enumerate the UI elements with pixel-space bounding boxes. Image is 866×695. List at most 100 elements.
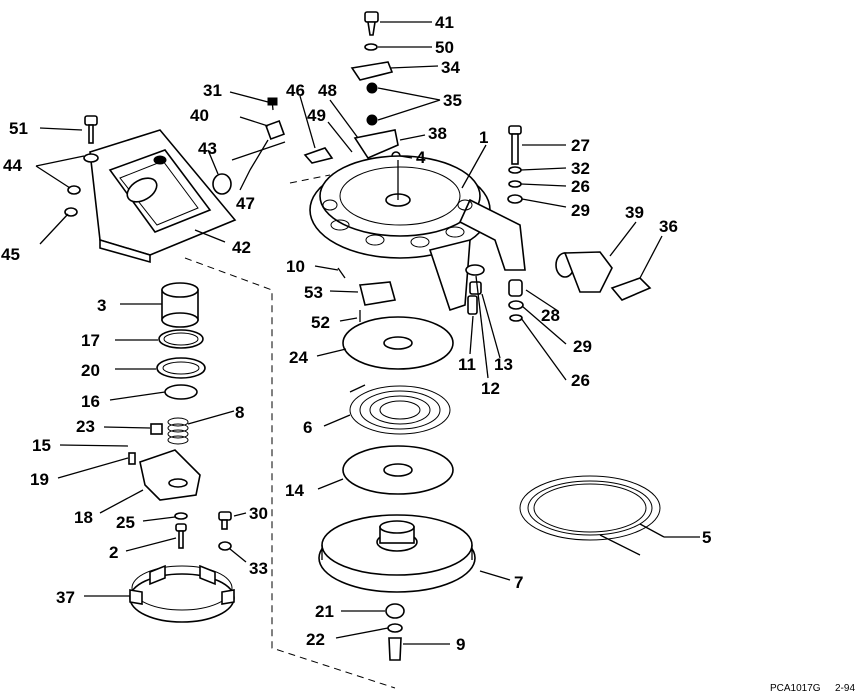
part-18-pawl-plate [139,449,201,501]
part-41-screw [364,11,379,36]
part-35-roller-upper [366,82,378,94]
label-51: 51 [9,119,28,138]
part-21-nut [385,603,405,619]
label-22: 22 [306,630,325,649]
part-36-insert [610,277,652,301]
part-51-screw [84,115,98,144]
label-41: 41 [435,13,454,32]
label-16: 16 [81,392,100,411]
label-1: 1 [479,128,488,147]
label-40: 40 [190,106,209,125]
part-38-plate [353,129,399,160]
label-11: 11 [458,355,476,374]
label-35: 35 [443,91,462,110]
part-11-bolt [467,295,478,315]
label-31: 31 [203,81,222,100]
label-36: 36 [659,217,678,236]
part-44-washer-lower [67,185,81,195]
part-2-screw [175,523,187,549]
label-42: 42 [232,238,251,257]
part-26-washer-upper [508,180,522,188]
part-14-disc [342,445,454,495]
part-22-washer [387,623,403,633]
label-27: 27 [571,136,590,155]
part-34-plate [350,61,394,81]
label-4: 4 [416,148,426,167]
part-28-spacer [508,279,523,297]
label-13: 13 [494,355,513,374]
label-15: 15 [32,436,51,455]
part-drawings [64,11,661,689]
label-34: 34 [441,58,460,77]
part-13-sleeve [469,281,482,295]
label-9: 9 [456,635,465,654]
label-7: 7 [514,573,523,592]
label-39: 39 [625,203,644,222]
label-50: 50 [435,38,454,57]
label-25: 25 [116,513,135,532]
label-30: 30 [249,504,268,523]
label-20: 20 [81,361,100,380]
label-26b: 26 [571,371,590,390]
part-8-spring [167,417,189,445]
part-19-pin [128,452,136,465]
part-25-washer [174,512,188,520]
label-6: 6 [303,418,312,437]
guide-line-top [289,174,331,184]
label-46: 46 [286,81,305,100]
label-18: 18 [74,508,93,527]
part-7-pulley [318,514,476,593]
label-8: 8 [235,403,244,422]
label-37: 37 [56,588,75,607]
label-32: 32 [571,159,590,178]
label-23: 23 [76,417,95,436]
part-27-bolt [508,125,522,165]
label-19: 19 [30,470,49,489]
part-1-starter-housing [309,155,526,312]
label-2: 2 [109,543,118,562]
part-39-handle [555,251,613,293]
part-43-knob [212,173,232,195]
part-labels: 41 50 34 35 31 46 48 38 40 49 1 27 4 32 … [1,13,711,654]
part-6-spring [349,384,451,435]
part-32-washer [508,166,522,174]
part-42-housing [89,129,237,264]
label-10: 10 [286,257,305,276]
part-3-cup [161,282,199,328]
label-29: 29 [571,201,590,220]
part-12-bushing [465,264,485,276]
part-16-ring [164,384,198,400]
part-20-ring [156,357,206,379]
label-48: 48 [318,81,337,100]
label-14: 14 [285,481,304,500]
part-30-screw [218,511,232,530]
label-5: 5 [702,528,711,547]
label-12: 12 [481,379,500,398]
footer-date: 2-94 [835,683,855,694]
label-33: 33 [249,559,268,578]
label-24: 24 [289,348,308,367]
part-53-plate [358,281,397,306]
part-33-washer [218,541,232,551]
label-21: 21 [315,602,334,621]
label-49: 49 [307,106,326,125]
label-28: 28 [541,306,560,325]
part-10-pin [337,267,346,279]
label-17: 17 [81,331,100,350]
label-53: 53 [304,283,323,302]
label-43: 43 [198,139,217,158]
label-26: 26 [571,177,590,196]
part-37-cup [129,564,235,623]
label-29b: 29 [573,337,592,356]
label-38: 38 [428,124,447,143]
part-9-clip [388,637,402,661]
part-50-washer [364,43,378,51]
footer-code: PCA1017G [770,683,821,694]
label-52: 52 [311,313,330,332]
part-23-block [150,423,163,435]
leader-lines [35,21,700,645]
part-29-spacer-lower [508,300,524,310]
part-46-pawl [303,147,334,164]
label-3: 3 [97,296,106,315]
